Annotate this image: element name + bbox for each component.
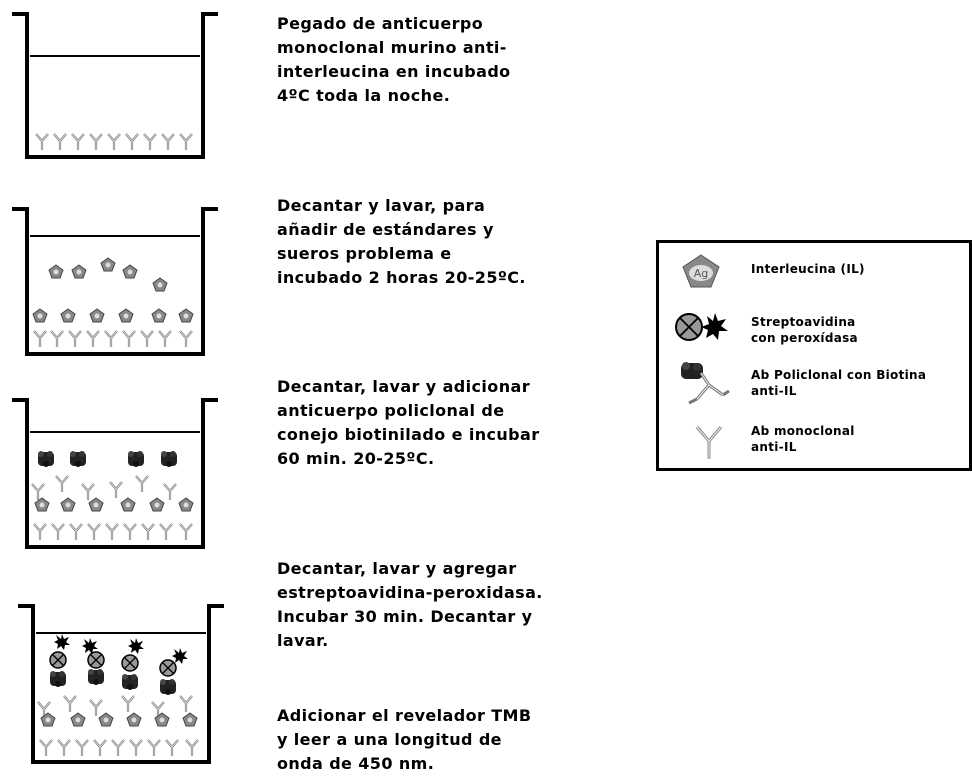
biotin-group (38, 451, 177, 467)
well-4 (18, 604, 224, 764)
legend-item-antigen: Interleucina (IL) (751, 262, 865, 276)
biotin-group-4 (50, 669, 176, 695)
streptavidin-group (49, 651, 177, 677)
step-3-text: Decantar, lavar y adicionar anticuerpo p… (277, 377, 540, 468)
step-5-text: Adicionar el revelador TMB y leer a una … (277, 706, 532, 773)
sandwich-layer (36, 694, 200, 758)
antigen-icon: Ag (682, 254, 720, 288)
legend-item-streptavidin: Streptoavidina con peroxídasa (751, 315, 858, 345)
step-1-text: Pegado de anticuerpo monoclonal murino a… (277, 14, 511, 105)
legend-item-monoclonal: Ab monoclonal anti-IL (751, 424, 855, 454)
polyclonal-layer (30, 474, 194, 542)
polyclonal-antibody-icon (681, 362, 730, 405)
step-2-text: Decantar y lavar, para añadir de estánda… (277, 196, 526, 287)
legend-item-polyclonal: Ab Policlonal con Biotina anti-IL (751, 368, 927, 398)
well-1 (12, 12, 218, 159)
free-antigen-group (48, 257, 168, 292)
well-3 (12, 398, 218, 549)
monoclonal-antibody-icon (695, 426, 723, 459)
monoclonal-antibody-row (34, 132, 194, 152)
step-4-text: Decantar, lavar y agregar estreptoavidin… (277, 559, 543, 650)
antigen-label: Ag (694, 267, 709, 280)
well-2 (12, 207, 218, 356)
streptavidin-peroxidase-icon (675, 313, 728, 341)
bound-antigen-row (32, 308, 194, 349)
legend-box: Ag Interleucina (IL) Streptoavidina con … (656, 240, 972, 471)
